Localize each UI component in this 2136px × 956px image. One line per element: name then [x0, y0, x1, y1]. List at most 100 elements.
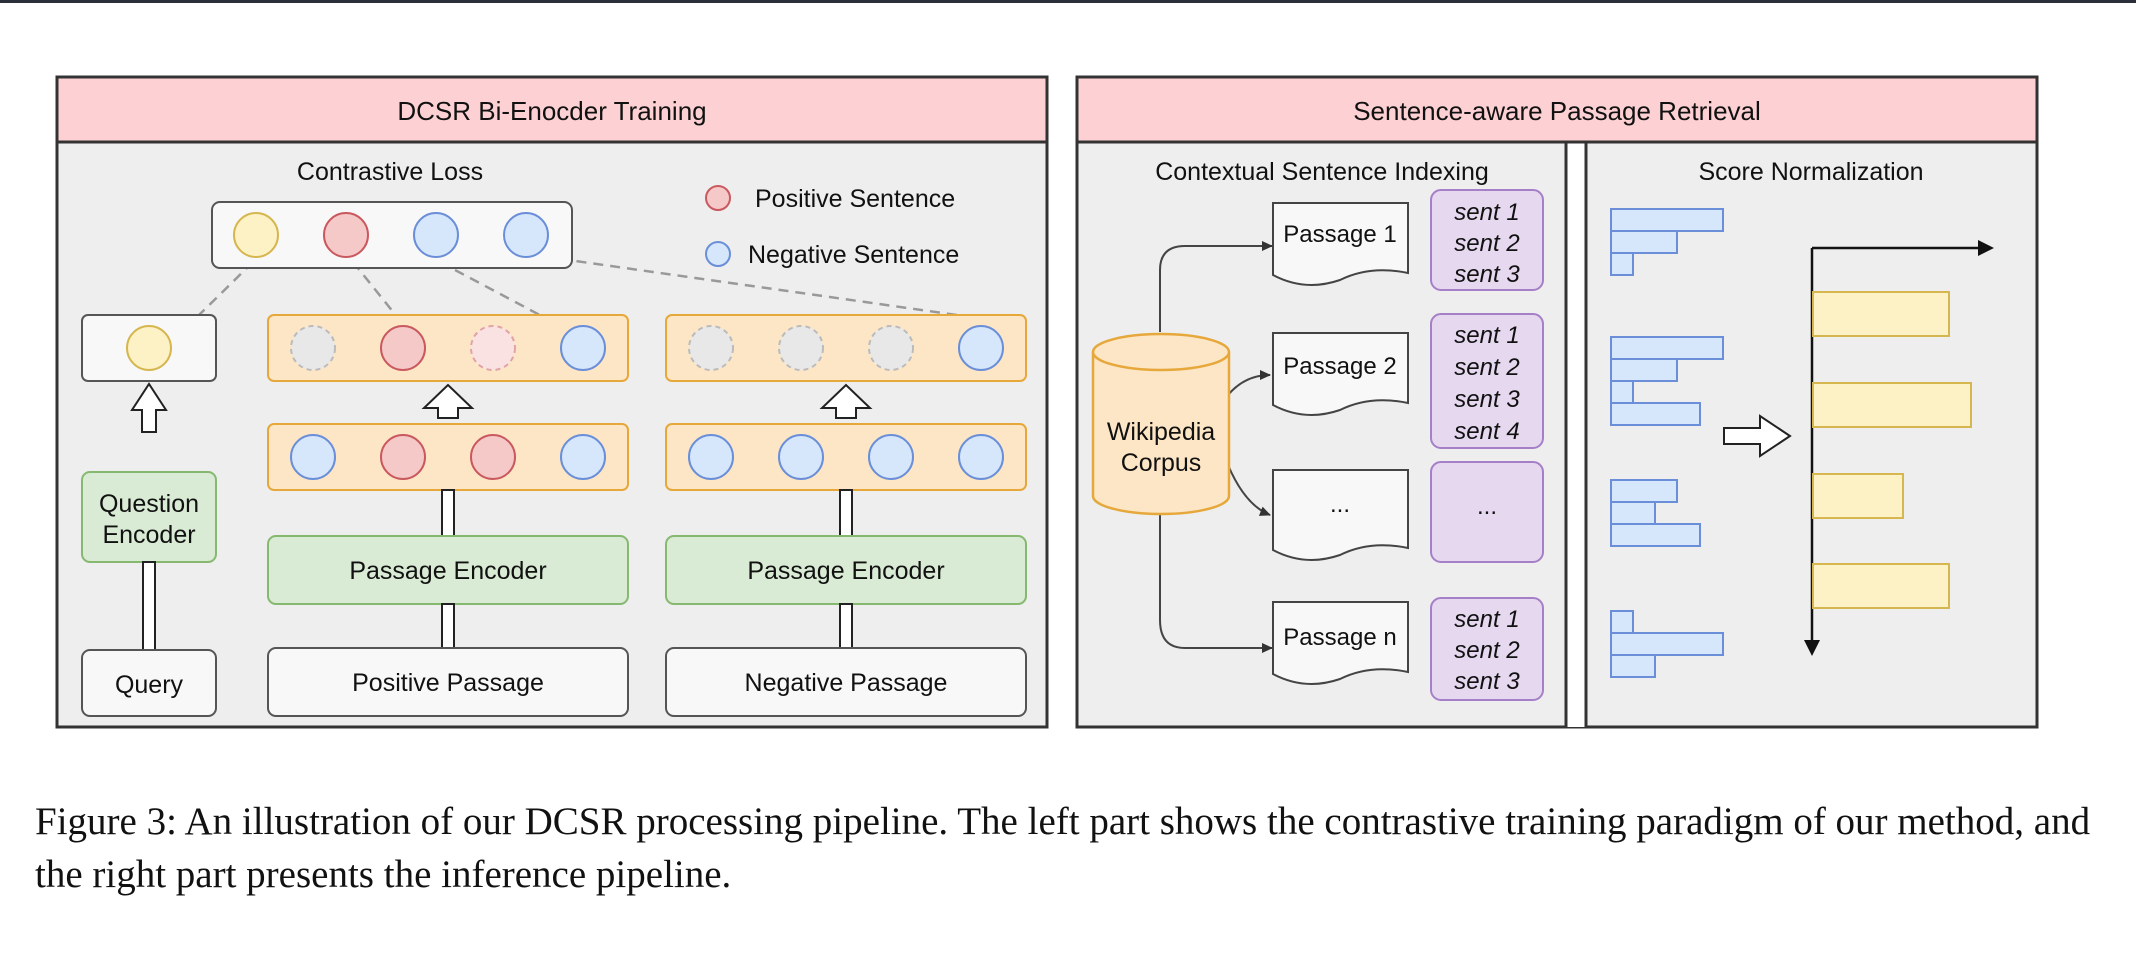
pn-sent-3: sent 3 — [1454, 668, 1520, 695]
pos-masked-vector-2 — [470, 325, 516, 371]
norm-score-3 — [1812, 473, 1904, 519]
query-box — [81, 649, 217, 717]
sentence-box-n: sent 1 sent 2 sent 3 — [1430, 597, 1544, 701]
query-label: Query — [115, 671, 184, 699]
raw-score-1c — [1610, 252, 1634, 276]
positive-shaft-lower — [441, 603, 455, 649]
pos-selected-positive — [380, 325, 426, 371]
arrow-to-passage-3 — [1227, 464, 1271, 516]
training-panel-title: DCSR Bi-Enocder Training — [397, 96, 706, 126]
query-shaft — [142, 561, 156, 651]
figure-caption: Figure 3: An illustration of our DCSR pr… — [35, 800, 2091, 896]
retrieval-panel: Sentence-aware Passage Retrieval Context… — [1075, 75, 2039, 729]
contrastive-loss-label: Contrastive Loss — [297, 158, 483, 186]
positive-up-arrow — [421, 383, 475, 419]
negative-selected-vectors — [665, 314, 1027, 382]
link-positive — [352, 261, 399, 319]
p2-sent-4: sent 4 — [1454, 418, 1519, 445]
pn-sent-2: sent 2 — [1454, 637, 1519, 664]
top-border — [0, 0, 2136, 3]
raw-score-3b — [1610, 501, 1656, 525]
raw-score-nb — [1610, 632, 1724, 656]
loss-query-vector — [233, 212, 279, 258]
passage-2-label: Passage 2 — [1283, 353, 1396, 380]
raw-score-3c — [1610, 523, 1701, 547]
negative-passage-encoder-label: Passage Encoder — [747, 557, 944, 585]
pipeline-figure: DCSR Bi-Enocder Training Contrastive Los… — [55, 75, 2039, 729]
negative-shaft-lower — [839, 603, 853, 649]
positive-passage-encoder-label: Passage Encoder — [349, 557, 546, 585]
wikipedia-corpus: Wikipedia Corpus — [1091, 332, 1231, 516]
neg-sentence-vector-2 — [778, 434, 824, 480]
link-negative-2 — [525, 252, 979, 320]
raw-score-2b — [1610, 358, 1678, 382]
p3-sent-ellipsis: ... — [1477, 493, 1497, 520]
sentence-box-2: sent 1 sent 2 sent 3 sent 4 — [1430, 313, 1544, 449]
panel-gap — [1566, 142, 1586, 727]
legend-negative-marker — [705, 241, 731, 267]
indexing-title: Contextual Sentence Indexing — [1155, 158, 1489, 186]
raw-sentence-scores — [1610, 208, 1724, 678]
raw-score-1b — [1610, 230, 1678, 254]
raw-score-na — [1610, 610, 1634, 634]
question-encoder-line2: Encoder — [102, 521, 195, 549]
arrow-to-passage-2 — [1227, 370, 1271, 396]
cylinder-top — [1091, 332, 1231, 372]
loss-negative-vector-2 — [503, 212, 549, 258]
negative-up-arrow — [819, 383, 873, 419]
y-axis-arrowhead — [1804, 640, 1820, 656]
positive-shaft-upper — [441, 489, 455, 537]
query-up-arrow — [130, 382, 168, 433]
neg-sentence-vector-1 — [688, 434, 734, 480]
retrieval-panel-header — [1075, 75, 2039, 144]
sentence-box-1: sent 1 sent 2 sent 3 — [1430, 189, 1544, 291]
norm-score-1 — [1812, 291, 1950, 337]
passage-doc-1: Passage 1 — [1272, 202, 1409, 286]
pn-sent-1: sent 1 — [1454, 606, 1519, 633]
norm-score-2 — [1812, 382, 1972, 428]
p1-sent-2: sent 2 — [1454, 230, 1519, 257]
raw-score-2c — [1610, 380, 1634, 404]
corpus-label-line2: Corpus — [1121, 449, 1202, 477]
positive-selected-vectors — [267, 314, 629, 382]
pos-masked-vector-1 — [290, 325, 336, 371]
pos-sentence-vector-1 — [290, 434, 336, 480]
p1-sent-3: sent 3 — [1454, 261, 1520, 288]
neg-masked-vector-1 — [688, 325, 734, 371]
raw-score-2d — [1610, 402, 1701, 426]
neg-masked-vector-2 — [778, 325, 824, 371]
passage-doc-2: Passage 2 — [1272, 332, 1409, 416]
neg-masked-vector-3 — [868, 325, 914, 371]
arrow-to-passage-1 — [1159, 241, 1273, 332]
cylinder-body — [1091, 352, 1231, 516]
neg-sentence-vector-4 — [958, 434, 1004, 480]
neg-selected-negative — [958, 325, 1004, 371]
contrastive-loss-box — [211, 201, 573, 269]
legend-positive-label: Positive Sentence — [755, 185, 955, 213]
sentence-box-3: ... — [1430, 461, 1544, 563]
loss-negative-vector-1 — [413, 212, 459, 258]
p2-sent-3: sent 3 — [1454, 386, 1520, 413]
pos-sentence-vector-4 — [560, 434, 606, 480]
raw-score-nc — [1610, 654, 1656, 678]
norm-score-n — [1812, 563, 1950, 609]
pos-sentence-vector-3 — [470, 434, 516, 480]
negative-passage-label: Negative Passage — [745, 669, 948, 697]
passage-doc-3: ... — [1272, 469, 1409, 561]
positive-passage-box — [267, 647, 629, 717]
x-axis-arrowhead — [1978, 240, 1994, 256]
arrow-to-passage-n — [1159, 515, 1273, 653]
training-panel: DCSR Bi-Enocder Training Contrastive Los… — [55, 75, 1049, 729]
p2-sent-2: sent 2 — [1454, 354, 1519, 381]
normalize-arrow — [1723, 414, 1792, 458]
neg-sentence-vector-3 — [868, 434, 914, 480]
pos-sentence-vector-2 — [380, 434, 426, 480]
raw-score-2a — [1610, 336, 1724, 360]
corpus-label-line1: Wikipedia — [1107, 418, 1215, 446]
positive-passage-label: Positive Passage — [352, 669, 544, 697]
legend-positive-marker — [705, 185, 731, 211]
question-encoder-line1: Question — [99, 490, 199, 518]
normalized-passage-scores — [1812, 291, 1972, 609]
raw-score-3a — [1610, 479, 1678, 503]
passage-3-label: ... — [1330, 491, 1350, 518]
